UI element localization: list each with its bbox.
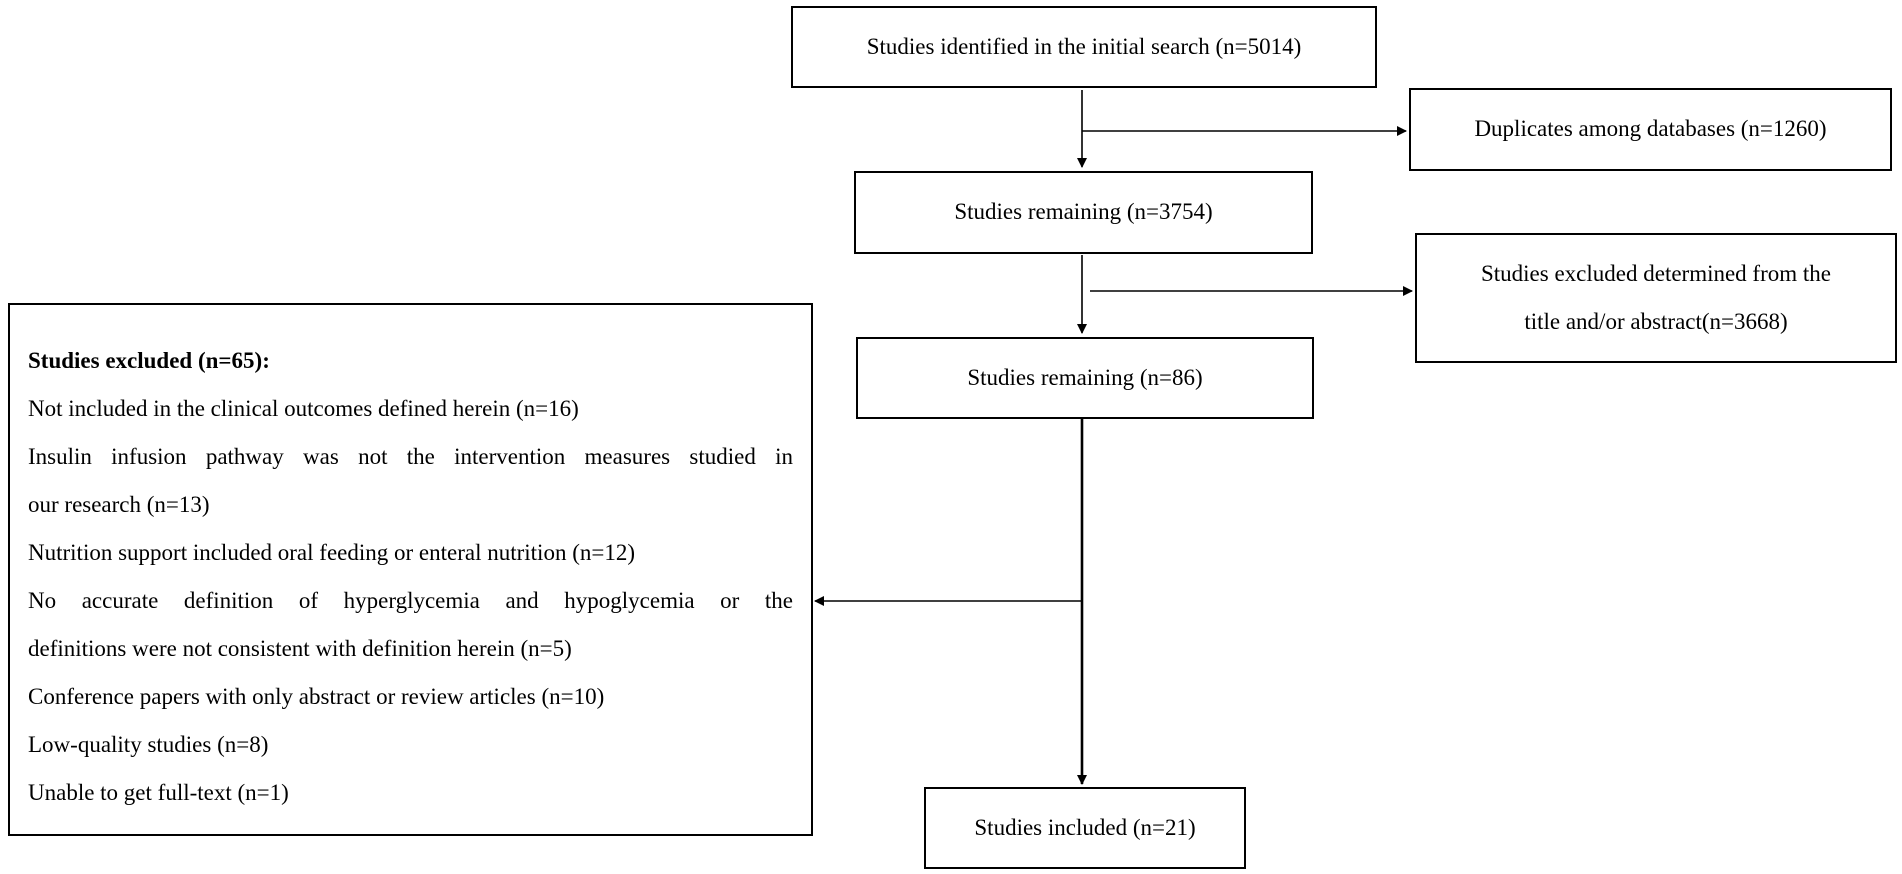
- remaining-label-1: Studies remaining (n=3754): [954, 199, 1213, 225]
- included-label: Studies included (n=21): [974, 814, 1196, 840]
- exclusion-reason: Not included in the clinical outcomes de…: [28, 396, 579, 421]
- excluded-title-line-1: Studies excluded determined from the: [1480, 261, 1831, 286]
- exclusion-reason: Insulin infusion pathway was not the int…: [28, 444, 793, 469]
- identified-box: Studies identified in the initial search…: [791, 6, 1377, 88]
- excluded-fulltext-box: Studies excluded (n=65): Not included in…: [8, 303, 813, 836]
- exclusion-reason: our research (n=13): [28, 492, 210, 517]
- excluded-title-line-2: title and/or abstract(n=3668): [1524, 309, 1788, 334]
- remaining-box-2: Studies remaining (n=86): [856, 337, 1314, 419]
- excluded-fulltext-heading: Studies excluded (n=65):: [28, 348, 270, 373]
- excluded-title-box: Studies excluded determined from the tit…: [1415, 233, 1897, 363]
- identified-label: Studies identified in the initial search…: [866, 33, 1302, 59]
- remaining-label-2: Studies remaining (n=86): [967, 364, 1203, 390]
- included-box: Studies included (n=21): [924, 787, 1246, 869]
- duplicates-label: Duplicates among databases (n=1260): [1474, 116, 1827, 142]
- exclusion-reason: Low-quality studies (n=8): [28, 732, 269, 757]
- exclusion-reason: Unable to get full-text (n=1): [28, 780, 289, 805]
- duplicates-box: Duplicates among databases (n=1260): [1409, 88, 1892, 171]
- exclusion-reason: Conference papers with only abstract or …: [28, 684, 605, 709]
- exclusion-reason: Nutrition support included oral feeding …: [28, 540, 635, 565]
- remaining-box-1: Studies remaining (n=3754): [854, 171, 1313, 254]
- exclusion-reason: definitions were not consistent with def…: [28, 636, 572, 661]
- exclusion-reason: No accurate definition of hyperglycemia …: [28, 588, 793, 613]
